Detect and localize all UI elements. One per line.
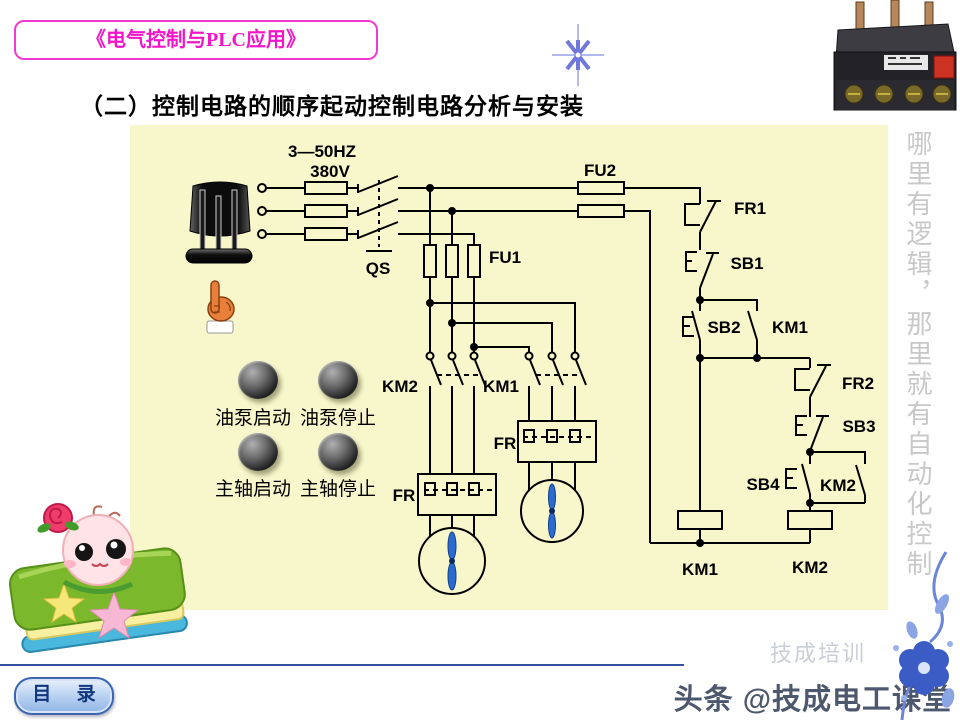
- qs-switch: [357, 175, 399, 252]
- oil-pump-start-label: 油泵启动: [214, 408, 291, 429]
- label-voltage: 380V: [310, 162, 350, 181]
- spindle-stop-label: 主轴停止: [299, 479, 376, 500]
- thermal-overloads: [417, 420, 597, 516]
- spindle-start-label: 主轴启动: [214, 479, 291, 500]
- sparkle-icon: [552, 24, 604, 86]
- circuit-diagram: 3—50HZ 380V QS FU1 FU2 FR1 SB1 SB2 KM1 F…: [185, 142, 876, 595]
- contactor-coils: [677, 510, 833, 530]
- label-fr2: FR2: [842, 374, 874, 393]
- label-sb1: SB1: [730, 254, 763, 273]
- label-fu1: FU1: [489, 248, 521, 267]
- junction-dots: [426, 184, 814, 547]
- label-fr1: FR1: [734, 199, 766, 218]
- floral-decoration: [893, 551, 955, 720]
- spindle-stop-button: [318, 433, 358, 471]
- pointing-finger-icon: [206, 280, 235, 334]
- label-km2-aux: KM2: [820, 476, 856, 495]
- spindle-start-button: [238, 433, 278, 471]
- label-km2-main: KM2: [382, 377, 418, 396]
- label-fr-upper: FR: [494, 434, 517, 453]
- motor-spindle: [520, 479, 584, 543]
- label-km2-coil: KM2: [792, 558, 828, 577]
- toc-button[interactable]: 目 录: [14, 677, 114, 715]
- main-contacts: [425, 351, 587, 386]
- thermal-relay-photo: [833, 0, 957, 111]
- label-km1-main: KM1: [483, 377, 519, 396]
- label-sb3: SB3: [842, 417, 875, 436]
- label-km1-aux: KM1: [772, 318, 808, 337]
- label-sb4: SB4: [746, 475, 780, 494]
- book-mascot-illustration: [8, 503, 188, 653]
- channel-watermark: 头条 @技成电工课堂: [673, 684, 952, 716]
- side-vertical-note: 哪里有逻辑，那里就有自动化控制: [903, 130, 932, 580]
- label-qs: QS: [366, 259, 391, 278]
- label-km1-coil: KM1: [682, 560, 718, 579]
- circuit-labels: 3—50HZ 380V QS FU1 FU2 FR1 SB1 SB2 KM1 F…: [288, 142, 876, 579]
- label-sb2: SB2: [707, 318, 740, 337]
- faint-watermark: 技成培训: [770, 641, 867, 666]
- oil-pump-start-button: [238, 361, 278, 399]
- label-fr-lower: FR: [393, 486, 416, 505]
- oil-pump-stop-button: [318, 361, 358, 399]
- plug-icon: [185, 181, 253, 264]
- label-fu2: FU2: [584, 161, 616, 180]
- motor-oil-pump: [418, 527, 486, 595]
- label-freq: 3—50HZ: [288, 142, 356, 161]
- course-title-badge: 《电气控制与PLC应用》: [14, 20, 378, 60]
- supply-terminals: [257, 183, 267, 239]
- fuses: [304, 181, 625, 278]
- oil-pump-stop-label: 油泵停止: [299, 408, 376, 429]
- page-title: （二）控制电路的顺序起动控制电路分析与安装: [80, 94, 584, 119]
- control-contacts: [682, 200, 866, 496]
- footer-divider: [0, 664, 684, 666]
